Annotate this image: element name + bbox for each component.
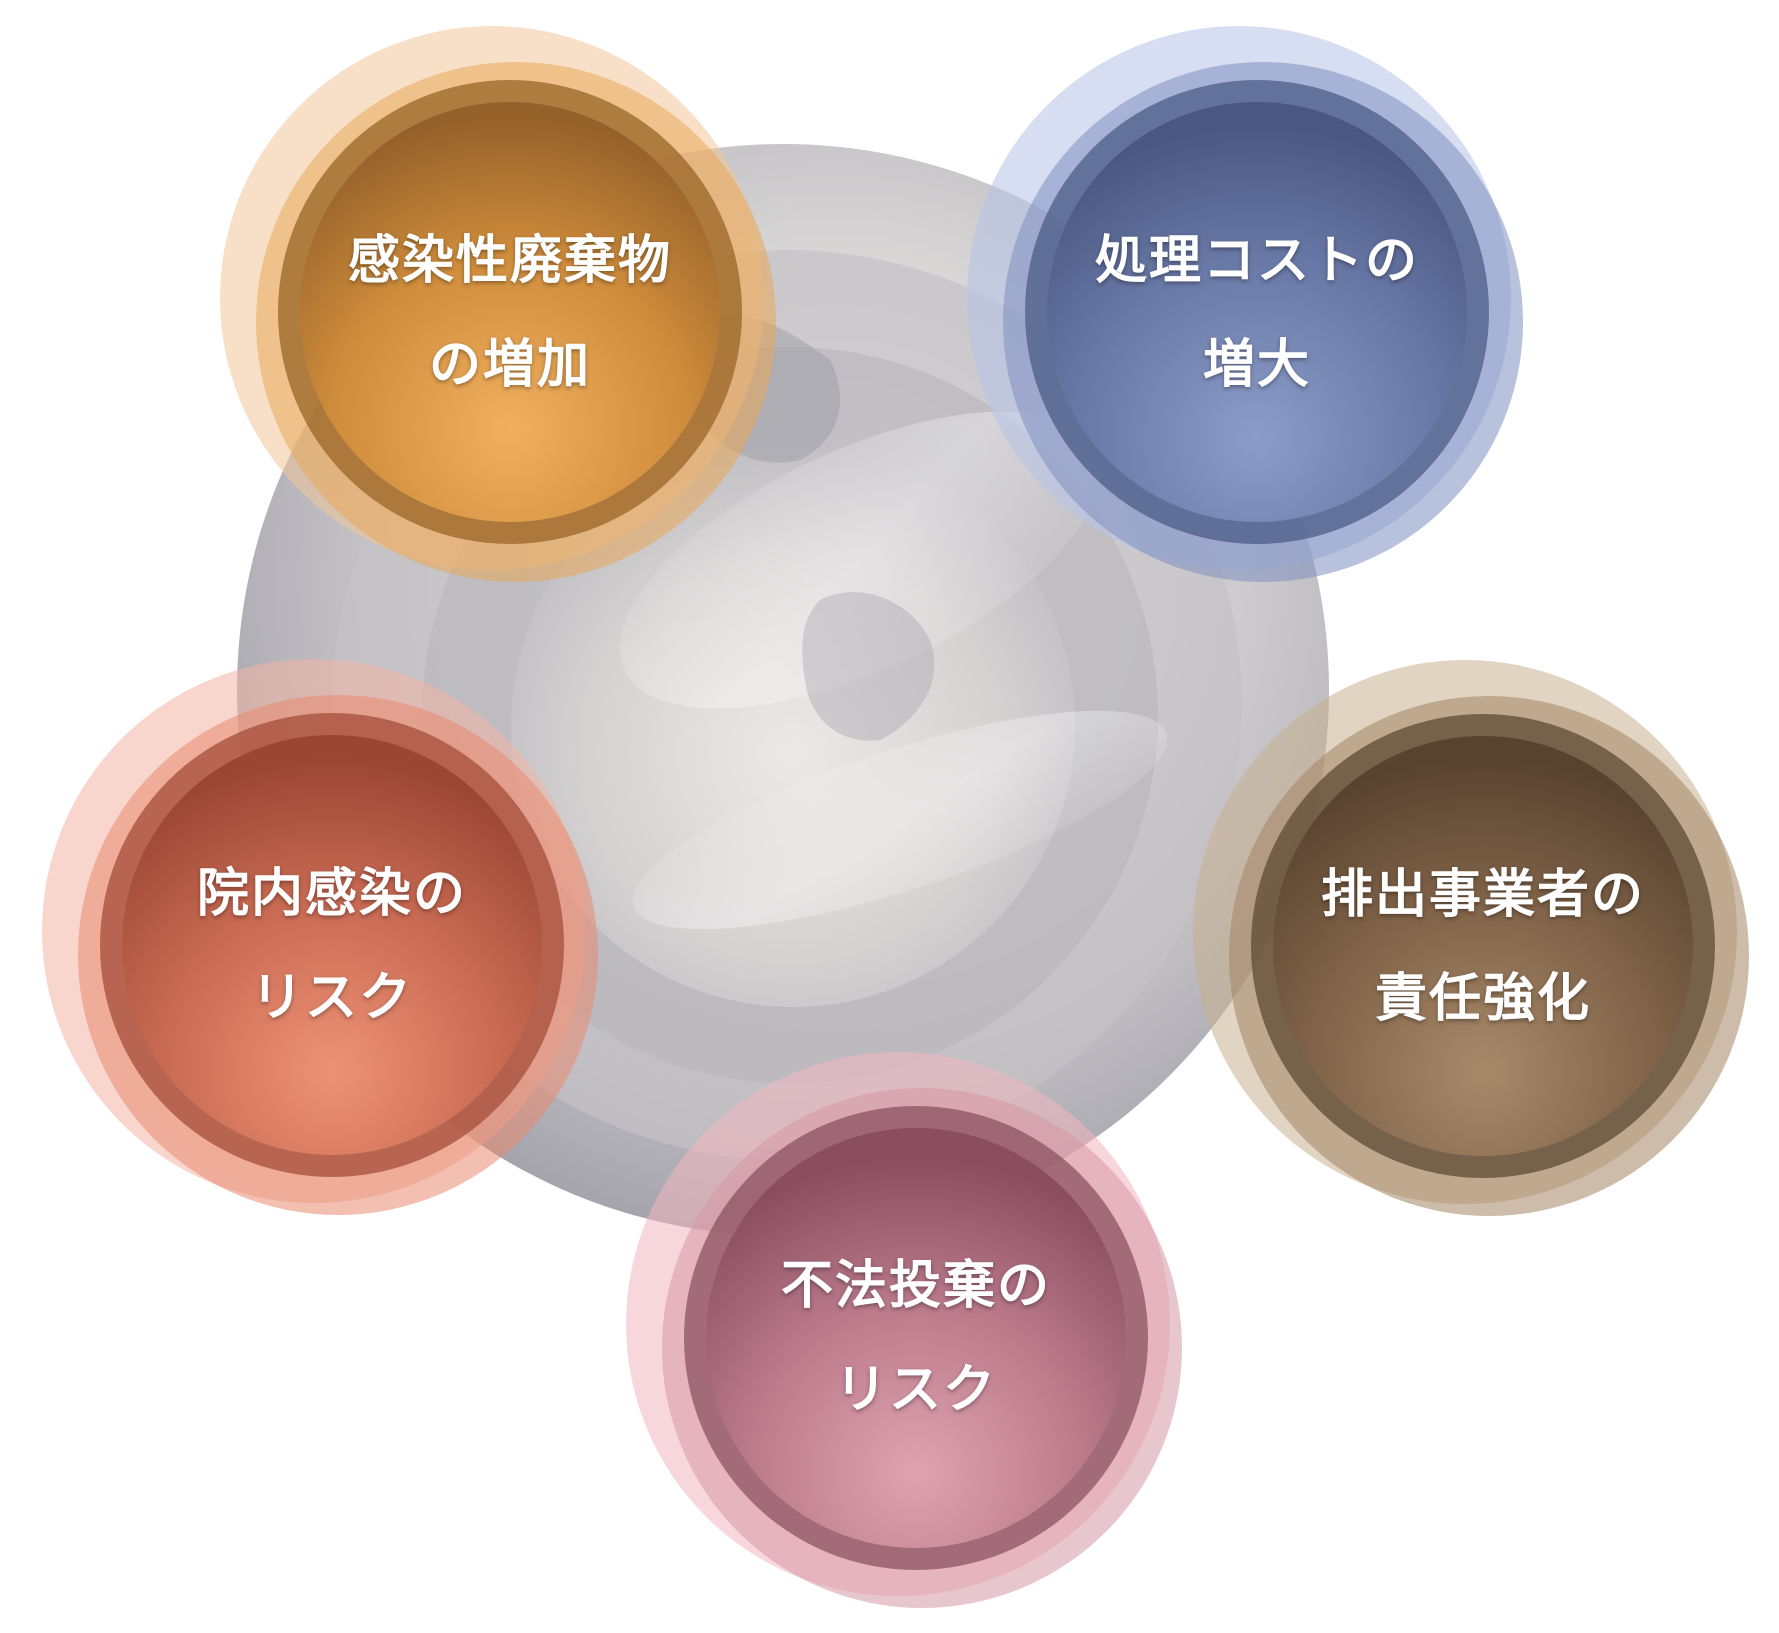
globe-landmass [802,592,935,741]
node-infectious-waste [220,26,776,582]
globe-cloud-swirl [632,710,1168,930]
node-processing-cost [967,26,1523,582]
node-core [122,735,542,1155]
node-core [300,102,720,522]
globe-cloud-swirl [619,411,1101,709]
node-circles [42,26,1749,1608]
node-discharger-responsibility [1193,660,1749,1216]
node-core [706,1128,1126,1548]
node-hospital-infection [42,659,598,1215]
node-core [1273,736,1693,1156]
node-core [1047,102,1467,522]
node-illegal-dumping [626,1052,1182,1608]
